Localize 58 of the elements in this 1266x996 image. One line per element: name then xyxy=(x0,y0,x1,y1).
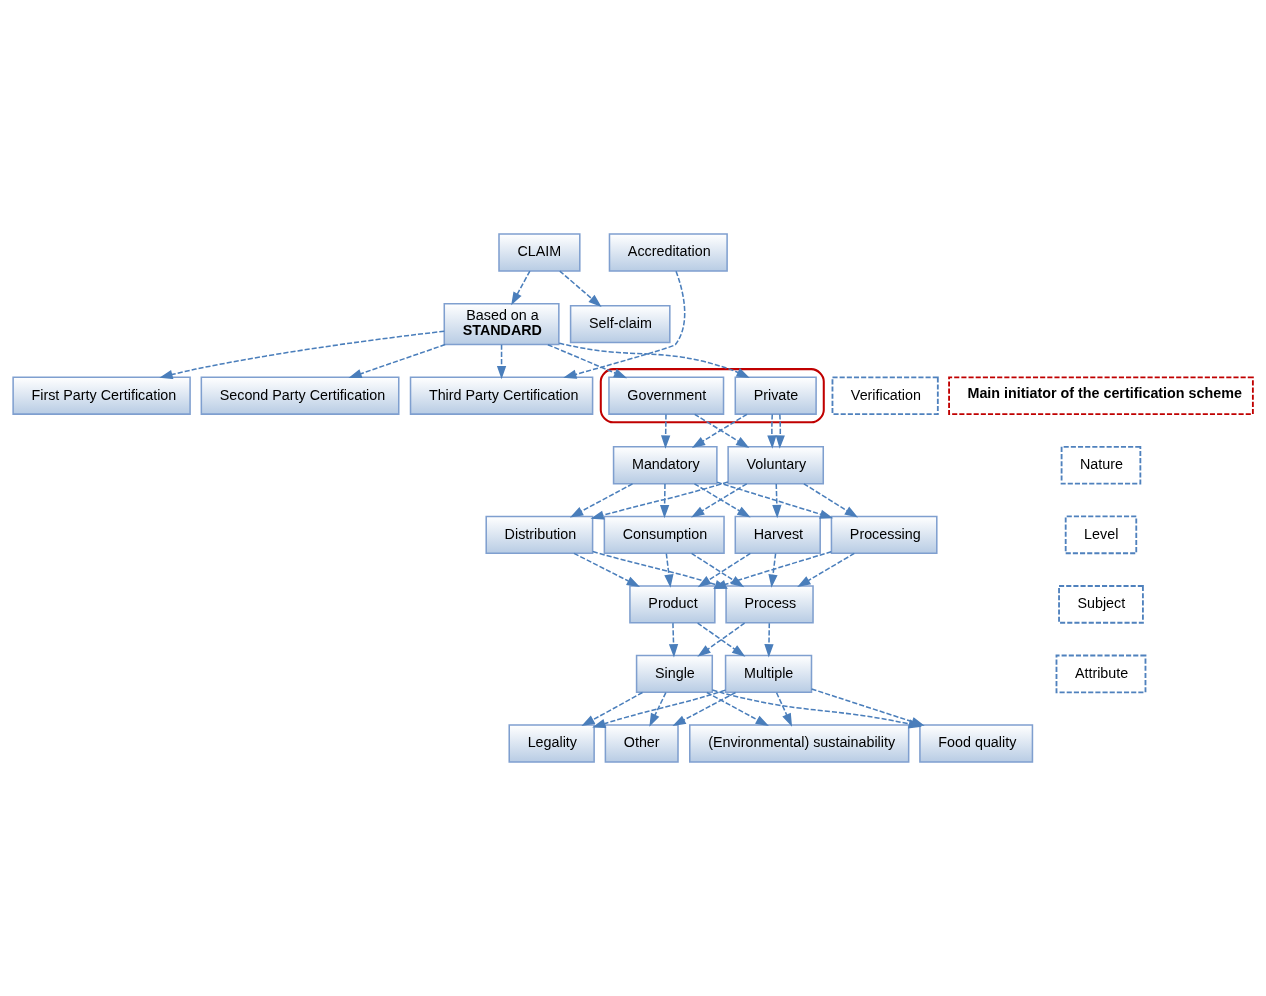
node-box: Food quality xyxy=(919,724,1034,763)
arrow xyxy=(772,483,782,519)
node-box: Level xyxy=(1064,515,1138,555)
node-box: Main initiator of the certification scheme xyxy=(948,376,1254,416)
node-box: Process xyxy=(725,585,814,624)
node-box: CLAIM xyxy=(498,233,581,272)
arrow xyxy=(649,691,667,727)
node-box: Accreditation xyxy=(608,233,728,272)
arrow xyxy=(496,344,507,380)
arrow xyxy=(764,622,774,658)
arrow xyxy=(668,622,679,658)
arrow xyxy=(706,691,769,727)
node-box: Single xyxy=(635,654,714,694)
node-box: Processing xyxy=(830,515,938,554)
node-box: (Environmental) sustainability xyxy=(689,724,910,763)
arrow xyxy=(672,691,737,727)
arrow xyxy=(797,552,856,588)
node-box: Mandatory xyxy=(612,446,718,485)
arrow xyxy=(660,483,670,519)
node-box: Private xyxy=(734,376,817,415)
node-box: Based on a STANDARD xyxy=(443,302,560,346)
node-box: Voluntary xyxy=(727,446,825,485)
arrow xyxy=(563,270,686,379)
arrow xyxy=(661,413,671,449)
node-box: Self-claim xyxy=(569,304,671,344)
node-box: Legality xyxy=(508,724,595,763)
node-box: Verification xyxy=(831,376,939,416)
arrow xyxy=(664,552,674,588)
arrow xyxy=(511,270,531,306)
node-box: Product xyxy=(629,585,716,624)
arrow xyxy=(559,270,602,308)
arrow xyxy=(573,552,641,587)
node-box: Consumption xyxy=(603,515,725,554)
node-box: Government xyxy=(608,376,725,415)
node-box: Multiple xyxy=(724,654,813,694)
node-box: Harvest xyxy=(734,515,821,554)
arrow xyxy=(590,481,729,520)
arrow xyxy=(348,343,446,379)
node-box: Other xyxy=(604,724,679,763)
node-box: First Party Certification xyxy=(12,376,191,415)
node-box: Distribution xyxy=(485,515,594,554)
node-box: Nature xyxy=(1060,445,1142,485)
node-box: Second Party Certification xyxy=(200,376,400,415)
arrow xyxy=(581,691,644,727)
arrow xyxy=(569,483,634,518)
arrow xyxy=(592,689,727,728)
node-box: Third Party Certification xyxy=(409,376,594,415)
arrow xyxy=(803,483,858,518)
arrow xyxy=(558,342,750,379)
arrow xyxy=(159,330,446,379)
arrow xyxy=(775,413,785,449)
arrow xyxy=(768,552,778,588)
arrow xyxy=(716,481,834,519)
arrow xyxy=(775,691,793,727)
node-box: Attribute xyxy=(1055,654,1147,694)
arrow xyxy=(547,343,628,379)
node-box: Subject xyxy=(1058,585,1144,624)
arrow xyxy=(767,413,777,449)
